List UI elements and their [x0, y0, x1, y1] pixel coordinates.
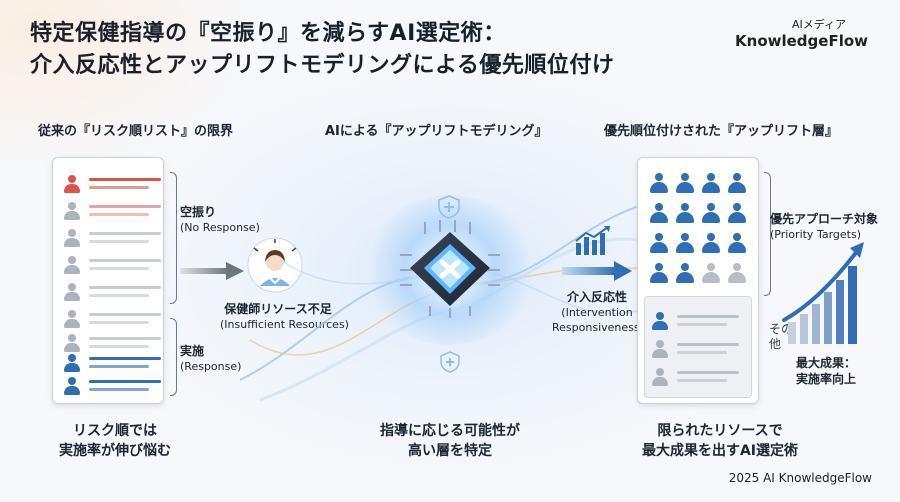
person-blue-icon	[726, 232, 748, 254]
list-item	[63, 309, 173, 329]
person-blue-icon	[63, 353, 81, 373]
person-gray-x-icon	[63, 333, 81, 353]
other-group	[644, 296, 752, 398]
intervention-label: 介入反応性 (Intervention Responsiveness)	[552, 290, 644, 334]
person-blue-icon	[648, 262, 670, 284]
person-blue-icon	[648, 172, 670, 194]
person-gray-icon	[63, 228, 81, 248]
person-blue-icon	[63, 376, 81, 396]
no-response-label: 空振り (No Response)	[180, 205, 260, 234]
person-blue-icon	[726, 202, 748, 224]
person-blue-icon	[648, 202, 670, 224]
list-item	[63, 333, 173, 353]
brand-small: AIメディア	[792, 18, 846, 31]
blue-arrow-icon	[562, 261, 632, 281]
shield-check-icon	[440, 351, 460, 373]
no-response-brace	[170, 172, 177, 304]
brand-logo: KnowledgeFlow	[735, 32, 868, 50]
list-item	[63, 282, 173, 302]
person-gray-icon	[63, 255, 81, 275]
list-item	[63, 228, 173, 248]
other-label: その 他	[769, 322, 794, 351]
bar-chart-icon	[575, 226, 610, 255]
list-item	[651, 367, 761, 387]
ai-chip-icon	[400, 220, 500, 318]
result-label: 最大成果： 実施率向上	[796, 356, 857, 386]
left-caption: リスク順では 実施率が伸び悩む	[59, 423, 171, 459]
gray-arrow-icon	[180, 262, 244, 280]
person-gray-icon	[63, 201, 81, 221]
footer-credit: 2025 AI KnowledgeFlow	[728, 471, 872, 485]
left-heading: 従来の『リスク順リスト』の限界	[38, 124, 234, 139]
list-item	[63, 174, 173, 194]
center-heading: AIによる『アップリフトモデリング』	[325, 124, 548, 139]
growth-chart-icon	[782, 242, 864, 344]
center-caption: 指導に応じる可能性が 高い層を特定	[380, 423, 520, 459]
person-blue-icon	[674, 172, 696, 194]
title-line-2: 介入反応性とアップリフトモデリングによる優先順位付け	[30, 53, 615, 78]
person-blue-icon	[674, 262, 696, 284]
person-blue-icon	[648, 232, 670, 254]
list-item	[63, 201, 173, 221]
person-gray-icon	[651, 339, 669, 359]
person-red-icon	[63, 174, 81, 194]
person-blue-icon	[674, 202, 696, 224]
person-blue-icon	[700, 232, 722, 254]
risk-list-card	[52, 157, 164, 404]
response-label: 実施 (Response)	[180, 344, 242, 373]
list-item	[651, 339, 761, 359]
uplift-card	[637, 157, 759, 404]
list-item	[63, 376, 173, 396]
title-line-1: 特定保健指導の『空振り』を減らすAI選定術：	[30, 21, 506, 46]
right-heading: 優先順位付けされた『アップリフト層』	[604, 124, 839, 139]
person-blue-icon	[700, 172, 722, 194]
response-brace	[170, 318, 177, 396]
priority-label: 優先アプローチ対象 (Priority Targets)	[770, 212, 879, 241]
page-title: 特定保健指導の『空振り』を減らすAI選定術： 介入反応性とアップリフトモデリング…	[30, 18, 614, 82]
nurse-icon	[247, 237, 303, 293]
list-item	[63, 353, 173, 373]
person-gray-x-icon	[63, 282, 81, 302]
shield-plus-icon	[438, 195, 460, 219]
person-blue-icon	[651, 311, 669, 331]
list-item	[63, 255, 173, 275]
person-gray-icon	[63, 309, 81, 329]
list-item	[651, 311, 761, 331]
person-blue-icon	[674, 232, 696, 254]
person-gray-icon	[726, 262, 748, 284]
person-gray-icon	[700, 262, 722, 284]
person-blue-icon	[726, 172, 748, 194]
right-caption: 限られたリソースで 最大成果を出すAI選定術	[641, 423, 799, 459]
person-gray-icon	[651, 367, 669, 387]
person-blue-icon	[700, 202, 722, 224]
